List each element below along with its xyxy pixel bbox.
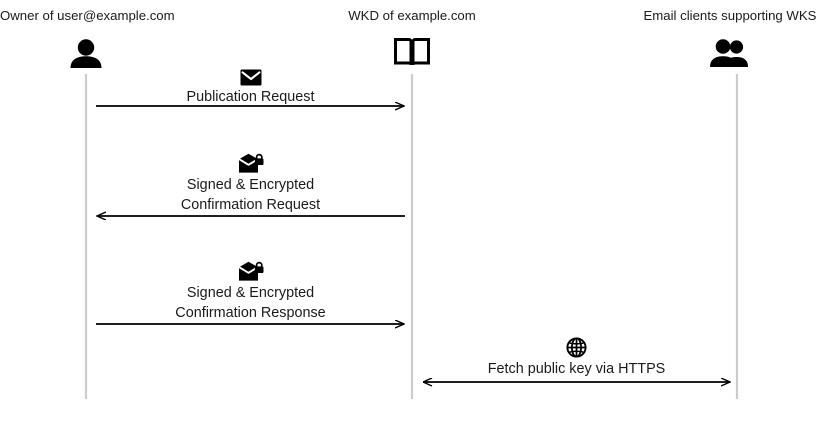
globe-icon: [422, 334, 731, 358]
participant-owner-label: Owner of user@example.com: [0, 8, 175, 23]
participant-clients-label: Email clients supporting WKS: [643, 8, 817, 23]
message-confirmation-request: Signed & Encrypted Confirmation Request: [96, 150, 405, 215]
message-confirmation-response: Signed & Encrypted Confirmation Response: [96, 258, 405, 323]
message-label-line2: Confirmation Response: [175, 305, 326, 321]
message-label-line1: Publication Request: [186, 89, 315, 105]
message-label-line1: Signed & Encrypted: [186, 177, 315, 193]
participant-owner: Owner of user@example.com: [0, 8, 175, 70]
message-label-line1: Signed & Encrypted: [186, 285, 315, 301]
users-icon: [637, 36, 823, 70]
user-icon: [0, 36, 172, 70]
message-fetch-public-key: Fetch public key via HTTPS: [422, 334, 731, 379]
book-icon: [327, 36, 497, 70]
participant-clients: Email clients supporting WKS: [637, 8, 823, 70]
envelope-lock-icon: [96, 258, 405, 282]
envelope-lock-icon: [96, 150, 405, 174]
message-label-line2: Confirmation Request: [180, 197, 321, 213]
participant-wkd: WKD of example.com: [327, 8, 497, 70]
participant-wkd-label: WKD of example.com: [348, 8, 476, 23]
message-label-line1: Fetch public key via HTTPS: [487, 361, 666, 377]
envelope-icon: [96, 62, 405, 86]
message-publication-request: Publication Request: [96, 62, 405, 107]
